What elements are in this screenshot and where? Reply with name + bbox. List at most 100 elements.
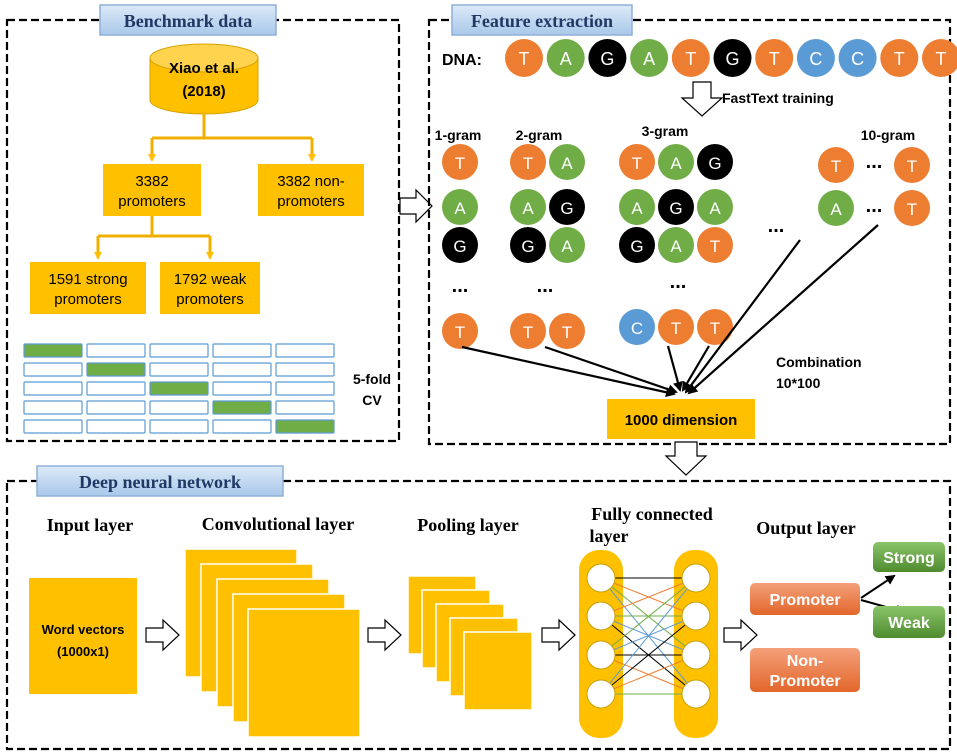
3gram-row0-a: T (619, 144, 655, 180)
3gram-row0-c-circle (697, 144, 733, 180)
flow-arrow-net-2 (367, 618, 402, 652)
cv-cell-r2-c4 (275, 381, 335, 396)
flow-arrow-right-1 (399, 188, 433, 224)
cv-cell-r0-c3 (212, 343, 272, 358)
conv-layer-label: Convolutional layer (202, 514, 355, 534)
10gram-row1-last-circle (894, 190, 930, 226)
1gram-circle-1-letter: A (454, 199, 466, 218)
3gram-last-a-circle (619, 309, 655, 345)
2gram-row2-a-circle (510, 227, 546, 263)
dna-nucleotide-10: T (922, 39, 957, 77)
weak-label: Weak (888, 615, 930, 632)
3gram-row1-a-circle (619, 189, 655, 225)
cv-cell-r4-c1 (86, 419, 146, 434)
3gram-row1-a-letter: A (631, 199, 643, 218)
ellipsis-2gram: ... (537, 275, 554, 297)
cv-cell-r3-c0 (23, 400, 83, 415)
non-promoter-button (750, 648, 860, 692)
fc-edge-3-2 (600, 654, 697, 695)
dna-label: DNA: (442, 52, 482, 69)
cv-cell-r1-c2 (149, 362, 209, 377)
dna-nucleotide-9-letter: T (894, 49, 905, 69)
strong-label: Strong (883, 550, 935, 567)
2gram-row2-a-letter: G (521, 237, 534, 256)
feature-header (451, 4, 633, 36)
cv-grid (23, 343, 335, 434)
3gram-last-b: T (658, 309, 694, 345)
flow-arrow-net-1 (145, 618, 180, 652)
weak-button (873, 606, 945, 638)
dna-nucleotide-6-letter: T (769, 49, 780, 69)
cv-cell-r3-c4 (275, 400, 335, 415)
3gram-row2-a-letter: G (630, 237, 643, 256)
cv-cell-r4-c3 (212, 419, 272, 434)
10gram-row1-first: A (818, 190, 854, 226)
fc-neuron-left-0 (586, 563, 616, 593)
pool-layer-label: Pooling layer (417, 515, 519, 535)
ellipsis-10gram-row2: ... (866, 195, 883, 217)
fc-edge-3-1 (600, 615, 697, 695)
2gram-row0-b-letter: A (561, 154, 573, 173)
database-icon (149, 43, 259, 115)
fc-neurons (586, 563, 711, 709)
1gram-circle-2-letter: G (453, 237, 466, 256)
10gram-row1-first-letter: A (830, 200, 842, 219)
2gram-last-a: T (510, 313, 546, 349)
input-layer-label: Input layer (47, 515, 134, 535)
promoters-line1: 3382 (135, 173, 168, 190)
10gram-row1-first-circle (818, 190, 854, 226)
dna-nucleotide-2: G (588, 39, 627, 77)
fc-neuron-right-2 (681, 640, 711, 670)
fc-neuron-left-3 (586, 679, 616, 709)
3gram-row1-c-letter: A (709, 199, 721, 218)
3gram-last-b-letter: T (671, 319, 681, 338)
cv-cell-r1-c0 (23, 362, 83, 377)
strong-button (873, 542, 945, 572)
10gram-row1-last-letter: T (907, 200, 917, 219)
2gram-row1-b-letter: G (560, 199, 573, 218)
fc-neuron-right-1 (681, 601, 711, 631)
2gram-row1-a-circle (510, 189, 546, 225)
strong-promoters-box (30, 262, 146, 314)
cv-cell-r4-c2 (149, 419, 209, 434)
strong-promoters-line1: 1591 strong (48, 271, 127, 288)
dna-nucleotide-4-circle (671, 39, 710, 77)
combination-arrows (461, 224, 879, 398)
2gram-row0-a: T (510, 144, 546, 180)
dna-nucleotide-3: A (630, 39, 669, 77)
10gram-row0-last-letter: T (907, 157, 917, 176)
benchmark-connectors (94, 112, 316, 260)
weak-promoters-line1: 1792 weak (174, 271, 247, 288)
dna-nucleotide-6: T (755, 39, 794, 77)
fc-layer-label-line2: layer (590, 526, 629, 546)
10gram-row0-first-letter: T (831, 157, 841, 176)
dna-nucleotide-8-letter: C (851, 49, 864, 69)
fc-neuron-right-3 (681, 679, 711, 709)
fc-edge-2-0 (600, 577, 697, 656)
1gram-circle-2-circle (442, 227, 478, 263)
feature-title: Feature extraction (471, 11, 613, 31)
cv-cell-r2-c3 (212, 381, 272, 396)
dna-nucleotide-3-letter: A (643, 49, 655, 69)
2gram-row1-b: G (549, 189, 585, 225)
fasttext-label: FastText training (722, 90, 834, 106)
cv-cell-r0-c4 (275, 343, 335, 358)
dna-nucleotide-4-letter: T (685, 49, 696, 69)
2gram-row1-a: A (510, 189, 546, 225)
database-label-line2: (2018) (182, 83, 225, 100)
fc-neuron-left-2 (586, 640, 616, 670)
gram-label-3: 3-gram (642, 123, 689, 139)
3gram-row1-b-letter: G (669, 199, 682, 218)
cv-cell-r3-c2 (149, 400, 209, 415)
pool-layer-stack (407, 575, 533, 711)
3gram-row2-a: G (619, 227, 655, 263)
output-layer-label: Output layer (756, 518, 856, 538)
non-promoter-line1: Non- (787, 653, 823, 670)
dna-nucleotide-1: A (546, 39, 585, 77)
1gram-circle-last-circle (442, 313, 478, 349)
3gram-last-c-circle (697, 309, 733, 345)
3gram-last-b-circle (658, 309, 694, 345)
ellipsis-middle: ... (768, 215, 785, 237)
dna-nucleotide-8-circle (838, 39, 877, 77)
